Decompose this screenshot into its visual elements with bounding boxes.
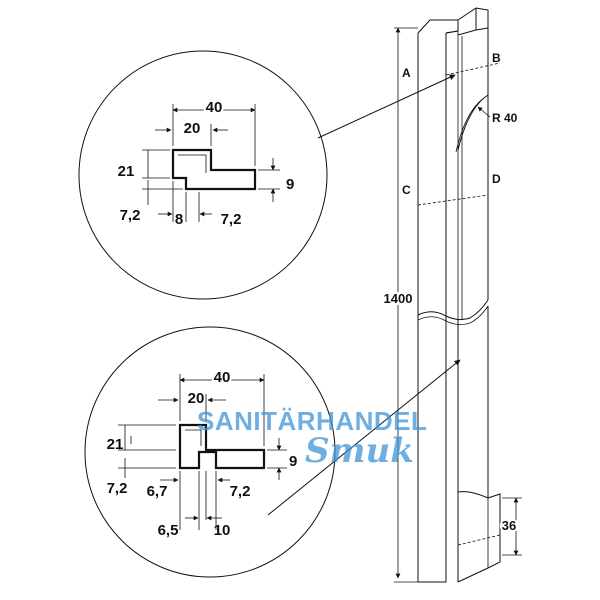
dim-top-9: 9 xyxy=(286,176,294,193)
dim-bottom-21: 21 xyxy=(107,436,124,453)
dim-bottom-7-2-left: 7,2 xyxy=(107,480,128,497)
watermark-logo: SANITÄRHANDEL Smuk xyxy=(197,406,427,471)
label-r40: R 40 xyxy=(492,111,518,125)
dim-end-36: 36 xyxy=(502,518,516,533)
dim-length-1400: 1400 xyxy=(384,291,413,306)
dim-top-7-2-right: 7,2 xyxy=(221,211,242,228)
label-a: A xyxy=(402,66,411,80)
label-c: C xyxy=(402,183,411,197)
dim-top-20: 20 xyxy=(184,120,201,137)
dim-bottom-6-5: 6,5 xyxy=(158,522,179,539)
detail-circle-bottom: 40 20 21 9 7,2 6,7 7,2 6,5 xyxy=(84,326,336,578)
dim-top-7-2-left: 7,2 xyxy=(120,207,141,224)
dim-top-21: 21 xyxy=(118,163,135,180)
profile-section-top xyxy=(171,148,257,191)
dim-bottom-9: 9 xyxy=(289,453,297,470)
dim-bottom-6-7: 6,7 xyxy=(147,483,168,500)
dim-bottom-10: 10 xyxy=(214,522,231,539)
dim-bottom-7-2-right: 7,2 xyxy=(230,483,251,500)
watermark-line-1: SANITÄRHANDEL xyxy=(197,406,427,436)
label-b: B xyxy=(492,51,501,65)
dim-top-8: 8 xyxy=(175,211,183,228)
profile-rail-view: A B C D R 40 1400 36 xyxy=(382,7,522,583)
watermark-line-2: Smuk xyxy=(305,431,414,471)
dim-bottom-40: 40 xyxy=(214,369,231,386)
dim-bottom-20: 20 xyxy=(188,390,205,407)
detail-circle-top: 40 20 21 9 7,2 8 7,2 xyxy=(78,50,328,300)
profile-section-bottom xyxy=(178,423,266,470)
dim-top-40: 40 xyxy=(206,99,223,116)
label-d: D xyxy=(492,172,501,186)
